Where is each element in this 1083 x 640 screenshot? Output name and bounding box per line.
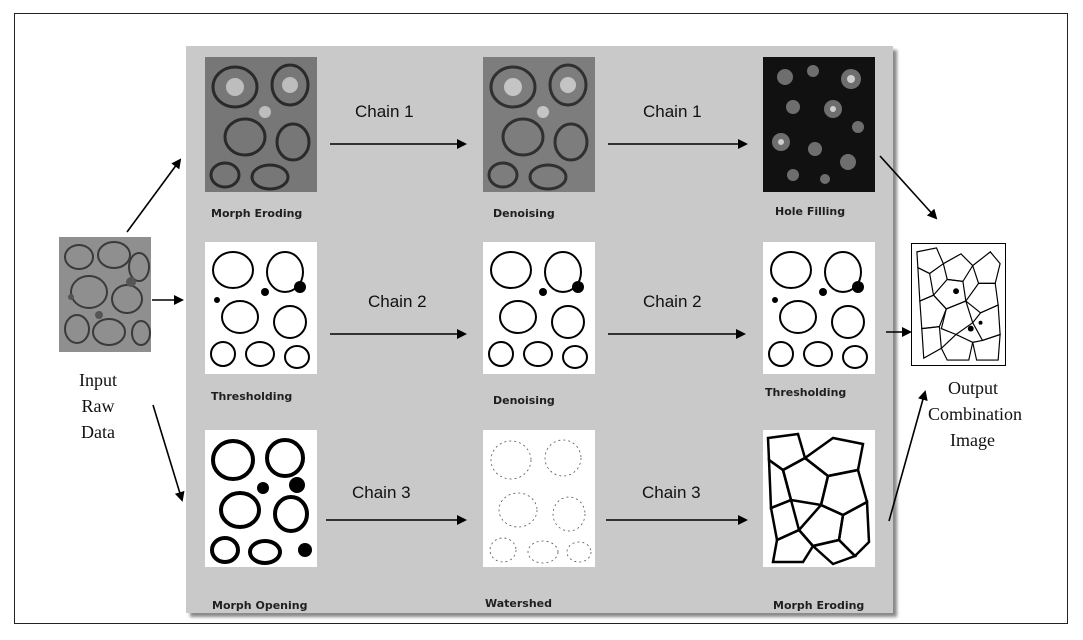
caption-morph-eroding-2: Morph Eroding [773,599,865,612]
chain-2-label-a: Chain 2 [368,292,427,311]
caption-morph-eroding-1: Morph Eroding [211,207,303,220]
caption-morph-opening: Morph Opening [212,599,308,612]
input-label-line-3: Data [81,422,115,442]
hole-filling-image [763,57,875,192]
caption-thresholding-1: Thresholding [211,390,293,403]
thresholding-image-2 [763,242,875,374]
input-label: Input Raw Data [58,367,138,445]
denoising-image-1 [483,57,595,192]
input-label-line-1: Input [79,370,117,390]
chain-2-label-b: Chain 2 [643,292,702,311]
morph-eroding-image-2 [763,430,875,567]
chain-1-label-a: Chain 1 [355,102,414,121]
thresholding-image-1 [205,242,317,374]
output-label-line-2: Combination [928,404,1022,424]
output-combination-image [911,243,1006,366]
caption-watershed: Watershed [485,597,553,610]
morph-eroding-image-1 [205,57,317,192]
chain-1-label-b: Chain 1 [643,102,702,121]
denoising-image-2 [483,242,595,374]
caption-denoising-2: Denoising [493,394,555,407]
caption-thresholding-2: Thresholding [765,386,847,399]
input-label-line-2: Raw [81,396,115,416]
caption-hole-filling: Hole Filling [775,205,846,218]
morph-opening-image [205,430,317,567]
output-label-line-3: Image [950,430,995,450]
watershed-image [483,430,595,567]
chain-3-label-a: Chain 3 [352,483,411,502]
output-label-line-1: Output [948,378,999,398]
chain-3-label-b: Chain 3 [642,483,701,502]
caption-denoising-1: Denoising [493,207,555,220]
output-label: Output Combination Image [928,375,1078,453]
input-raw-image [59,237,151,352]
